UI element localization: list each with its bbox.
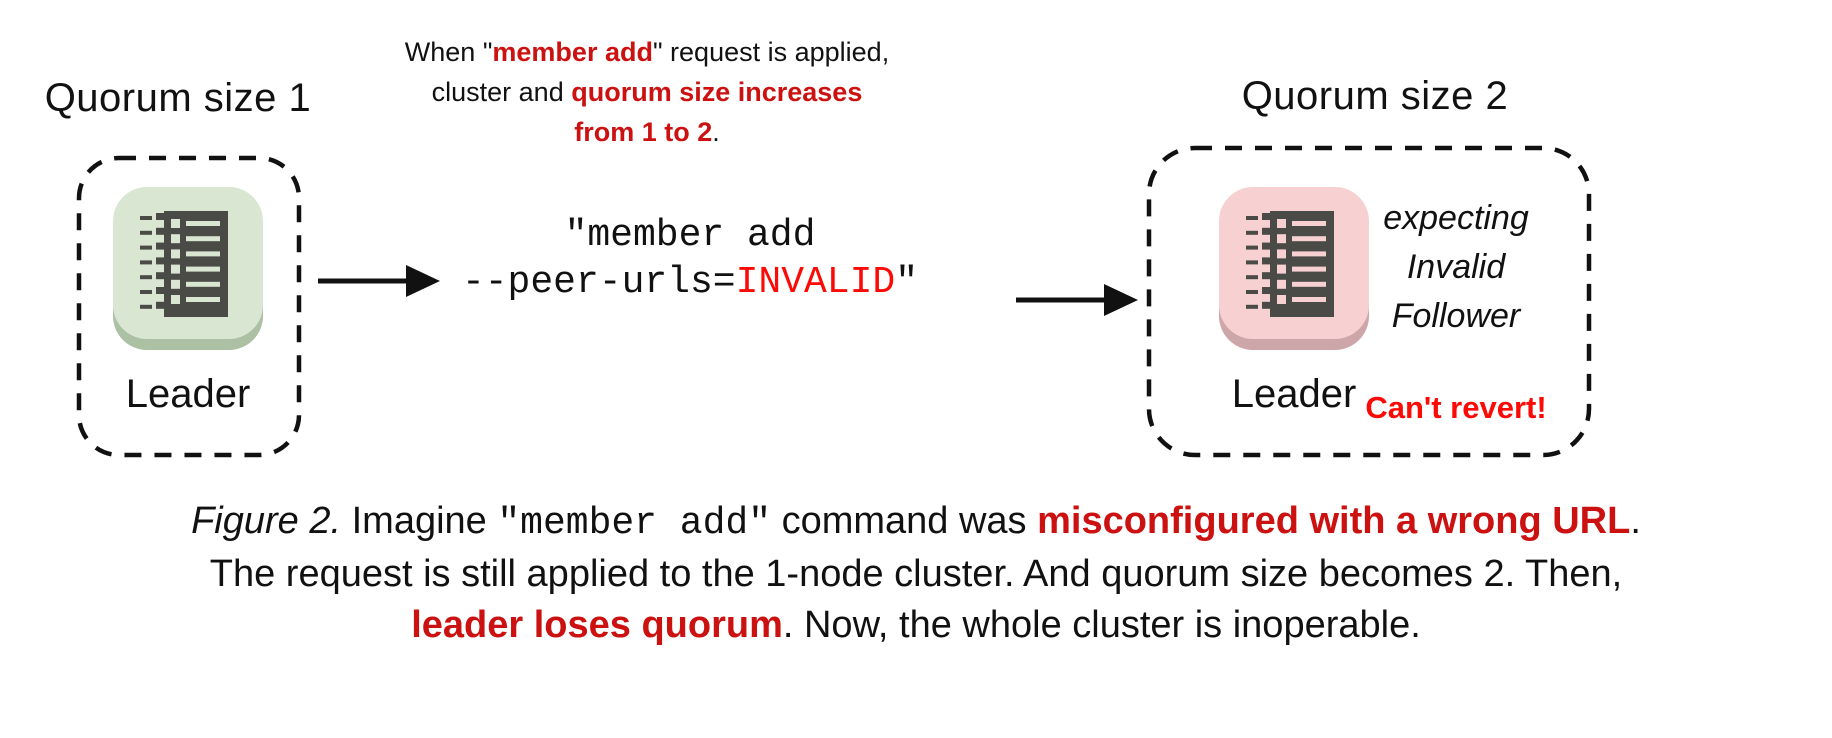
figure-number: Figure 2.: [191, 500, 342, 542]
figure-caption: Figure 2. Imagine "member add" command w…: [0, 496, 1832, 651]
left-cluster-boundary: [76, 155, 302, 458]
arrow-right-icon: [318, 265, 440, 297]
caption-text: Imagine: [341, 500, 498, 542]
caption-text: command was: [771, 500, 1038, 542]
note-line-1: When "member add" request is applied,: [362, 32, 932, 72]
note-highlight: from 1 to 2: [574, 117, 713, 147]
member-add-command: "member add --peer-urls=INVALID": [395, 212, 985, 306]
right-cluster-boundary: [1146, 145, 1592, 458]
note-line-2: cluster and quorum size increases: [362, 72, 932, 112]
note-text: cluster and: [431, 77, 572, 107]
command-line-1: "member add: [564, 214, 816, 257]
arrow-right-icon: [1016, 284, 1138, 316]
caption-line-2: The request is still applied to the 1-no…: [209, 553, 1623, 595]
left-cluster-title: Quorum size 1: [44, 76, 312, 120]
cant-revert-warning: Can't revert!: [1365, 390, 1547, 425]
note-text: .: [712, 117, 720, 147]
command-line-2: --peer-urls=INVALID": [395, 259, 985, 306]
right-cluster-title: Quorum size 2: [1241, 74, 1509, 118]
caption-highlight: misconfigured with a wrong URL: [1037, 500, 1631, 542]
note-highlight: quorum size increases: [571, 77, 863, 107]
command-invalid-value: INVALID: [735, 261, 896, 304]
leader-server-icon: [113, 187, 263, 350]
caption-text: . Now, the whole cluster is inoperable.: [782, 604, 1421, 646]
caption-highlight: leader loses quorum: [411, 604, 783, 646]
expected-follower-status: expecting Invalid Follower: [1332, 194, 1580, 341]
status-line: Follower: [1391, 297, 1521, 335]
right-node-role-label: Leader: [1231, 372, 1357, 416]
status-line: expecting: [1383, 199, 1529, 237]
member-add-note: When "member add" request is applied, cl…: [362, 32, 932, 152]
note-highlight: member add: [492, 37, 653, 67]
caption-command-text: "member add": [497, 502, 772, 545]
left-node-role-label: Leader: [125, 372, 251, 416]
note-text: " request is applied,: [652, 37, 890, 67]
command-text: ": [895, 261, 919, 304]
note-line-3: from 1 to 2.: [362, 112, 932, 152]
caption-line-3: leader loses quorum. Now, the whole clus…: [0, 600, 1832, 651]
caption-line-1: Figure 2. Imagine "member add" command w…: [0, 496, 1832, 549]
command-text: --peer-urls=: [461, 261, 736, 304]
caption-text: .: [1630, 500, 1641, 542]
status-line: Invalid: [1406, 248, 1506, 286]
note-text: When ": [404, 37, 493, 67]
leader-server-icon: [1219, 187, 1369, 350]
